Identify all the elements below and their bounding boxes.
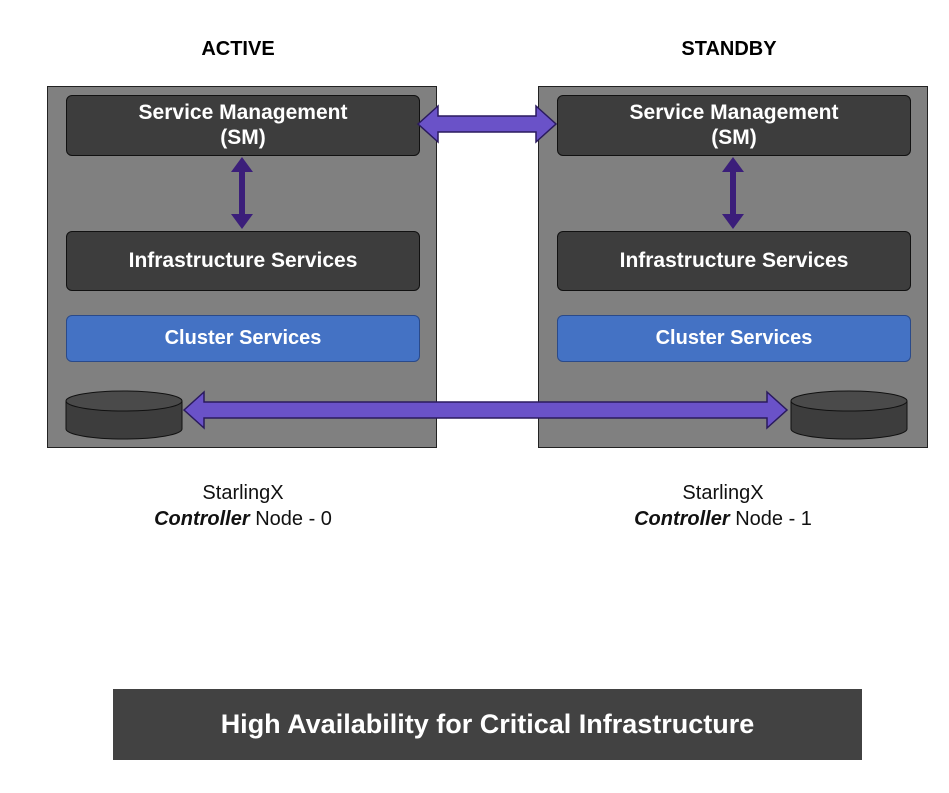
- node-0-caption: StarlingX Controller Node - 0: [113, 480, 373, 532]
- infrastructure-services-block: Infrastructure Services: [557, 231, 911, 291]
- service-management-block: Service Management (SM): [557, 95, 911, 156]
- cluster-services-block: Cluster Services: [557, 315, 911, 362]
- sm-infra-arrow-left: [231, 157, 253, 229]
- node-1-role-em: Controller: [634, 508, 730, 530]
- sm-sync-arrow: [416, 104, 558, 144]
- node-1-platform: StarlingX: [682, 482, 764, 504]
- node-0-role: Controller Node - 0: [113, 506, 373, 532]
- standby-label: STANDBY: [681, 38, 777, 60]
- sm-infra-arrow-right: [722, 157, 744, 229]
- database-icon: [790, 390, 908, 440]
- node-0-role-em: Controller: [154, 508, 250, 530]
- node-1-caption: StarlingX Controller Node - 1: [593, 480, 853, 532]
- sm-title: Service Management: [138, 101, 348, 125]
- active-label: ACTIVE: [201, 38, 275, 60]
- sm-abbrev: (SM): [220, 125, 266, 149]
- node-0-platform: StarlingX: [202, 482, 284, 504]
- sm-title: Service Management: [629, 101, 839, 125]
- standby-controller-node: Service Management (SM) Infrastructure S…: [538, 86, 928, 448]
- cluster-services-block: Cluster Services: [66, 315, 420, 362]
- sm-abbrev: (SM): [711, 125, 757, 149]
- data-replication-arrow: [182, 390, 789, 430]
- active-controller-node: Service Management (SM) Infrastructure S…: [47, 86, 437, 448]
- infrastructure-services-block: Infrastructure Services: [66, 231, 420, 291]
- node-0-role-rest: Node - 0: [249, 508, 332, 530]
- database-icon: [65, 390, 183, 440]
- footer-title-banner: High Availability for Critical Infrastru…: [113, 689, 862, 760]
- node-1-role: Controller Node - 1: [593, 506, 853, 532]
- node-1-role-rest: Node - 1: [729, 508, 812, 530]
